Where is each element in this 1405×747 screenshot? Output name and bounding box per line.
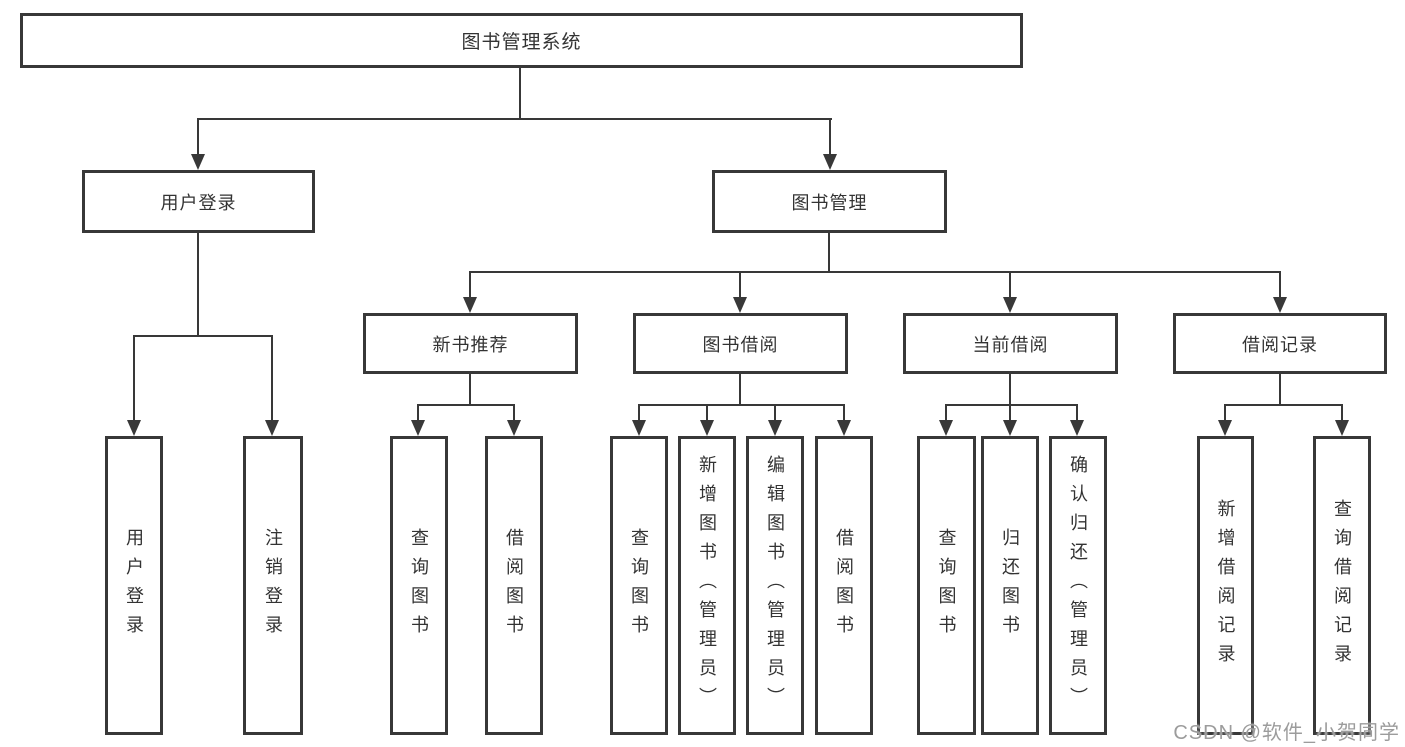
leaf-logout-label: 注销登录 [263,527,283,644]
connector-bor-leaf2-drop [706,404,708,422]
arrow-recd-leaf1 [1218,420,1232,436]
arrow-to-records [1273,297,1287,313]
node-book-borrow-label: 图书借阅 [702,334,779,355]
node-root-label: 图书管理系统 [461,32,582,53]
arrow-cur-leaf2 [1003,420,1017,436]
connector-leaf-login-drop [133,335,135,421]
leaf-recommend-borrow-books-label: 借阅图书 [504,527,524,644]
connector-recommend-drop [469,271,471,299]
node-new-book-recommend-label: 新书推荐 [432,334,509,355]
arrow-to-book-mgmt [823,154,837,170]
node-current-borrow-label: 当前借阅 [972,334,1049,355]
connector-user-login-drop [197,118,199,156]
leaf-edit-books-admin-label: 编辑图书（管理员） [765,455,785,716]
connector-cur-leaf3-drop [1076,404,1078,422]
leaf-borrow-books-label: 借阅图书 [834,527,854,644]
node-book-management: 图书管理 [712,170,947,233]
leaf-query-borrow-record: 查询借阅记录 [1313,436,1371,735]
leaf-add-books-admin-label: 新增图书（管理员） [697,455,717,716]
leaf-confirm-return-admin-label: 确认归还（管理员） [1068,455,1088,716]
leaf-add-books-admin: 新增图书（管理员） [678,436,736,735]
connector-book-mgmt-drop [829,118,831,156]
connector-records-stem [1279,374,1281,406]
node-user-login-label: 用户登录 [160,192,237,213]
node-current-borrow: 当前借阅 [903,313,1118,374]
connector-user-login-split [133,335,273,337]
leaf-return-books: 归还图书 [981,436,1039,735]
leaf-edit-books-admin: 编辑图书（管理员） [746,436,804,735]
arrow-to-recommend [463,297,477,313]
arrow-bor-leaf2 [700,420,714,436]
leaf-user-login: 用户登录 [105,436,163,735]
arrow-rec-leaf2 [507,420,521,436]
connector-records-drop [1279,271,1281,299]
node-user-login: 用户登录 [82,170,315,233]
leaf-borrow-query-books: 查询图书 [610,436,668,735]
node-borrow-records-label: 借阅记录 [1242,334,1318,355]
connector-recd-leaf2-drop [1341,404,1343,422]
leaf-query-borrow-record-label: 查询借阅记录 [1332,498,1352,673]
connector-cur-leaf1-drop [945,404,947,422]
leaf-return-books-label: 归还图书 [1000,527,1020,644]
node-book-borrow: 图书借阅 [633,313,848,374]
connector-bor-leaf1-drop [638,404,640,422]
arrow-to-leaf-login [127,420,141,436]
connector-cur-leaf2-drop [1009,404,1011,422]
connector-book-mgmt-stem [828,233,830,273]
leaf-current-query-books: 查询图书 [917,436,976,735]
csdn-watermark: CSDN @软件_小贺同学 [1173,722,1400,744]
arrow-cur-leaf1 [939,420,953,436]
node-book-management-label: 图书管理 [791,192,868,213]
leaf-add-borrow-record-label: 新增借阅记录 [1215,498,1236,673]
node-borrow-records: 借阅记录 [1173,313,1387,374]
leaf-recommend-query-books: 查询图书 [390,436,448,735]
connector-rec-leaf2-drop [513,404,515,422]
connector-level2-split [198,118,832,120]
connector-leaf-logout-drop [271,335,273,421]
connector-current-stem [1009,374,1011,406]
leaf-recommend-borrow-books: 借阅图书 [485,436,543,735]
connector-recd-leaf1-drop [1224,404,1226,422]
arrow-bor-leaf4 [837,420,851,436]
connector-user-login-stem [197,233,199,337]
connector-rec-leaf1-drop [417,404,419,422]
leaf-borrow-query-books-label: 查询图书 [629,527,649,644]
connector-level3-split [469,271,1281,273]
node-root: 图书管理系统 [20,13,1023,68]
connector-borrow-split [638,404,845,406]
leaf-logout: 注销登录 [243,436,303,735]
leaf-user-login-label: 用户登录 [124,527,144,644]
leaf-current-query-books-label: 查询图书 [936,527,957,644]
arrow-bor-leaf3 [768,420,782,436]
arrow-rec-leaf1 [411,420,425,436]
connector-current-drop [1009,271,1011,299]
arrow-to-borrow [733,297,747,313]
connector-records-split [1224,404,1343,406]
connector-bor-leaf4-drop [843,404,845,422]
node-new-book-recommend: 新书推荐 [363,313,578,374]
arrow-to-leaf-logout [265,420,279,436]
connector-current-split [945,404,1078,406]
leaf-confirm-return-admin: 确认归还（管理员） [1049,436,1107,735]
leaf-recommend-query-books-label: 查询图书 [409,527,429,644]
leaf-add-borrow-record: 新增借阅记录 [1197,436,1254,735]
connector-recommend-stem [469,374,471,406]
connector-borrow-drop [739,271,741,299]
connector-root-stem [519,68,521,120]
connector-bor-leaf3-drop [774,404,776,422]
arrow-cur-leaf3 [1070,420,1084,436]
leaf-borrow-books: 借阅图书 [815,436,873,735]
arrow-to-current [1003,297,1017,313]
arrow-recd-leaf2 [1335,420,1349,436]
connector-borrow-stem [739,374,741,406]
connector-recommend-split [417,404,515,406]
arrow-to-user-login [191,154,205,170]
arrow-bor-leaf1 [632,420,646,436]
